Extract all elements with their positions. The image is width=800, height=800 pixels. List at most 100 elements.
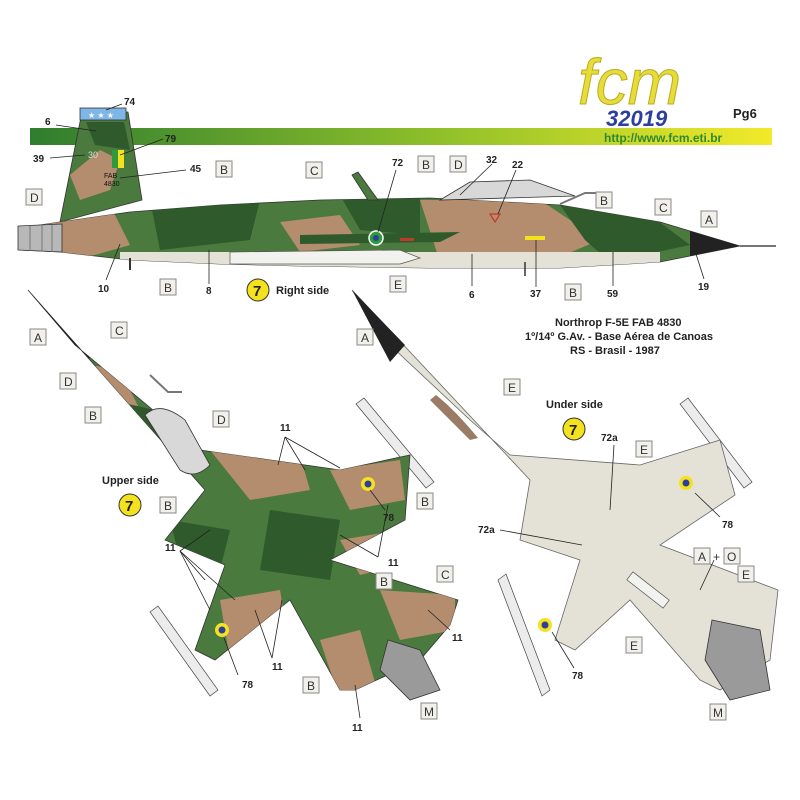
callout-37: 37 [530,289,542,300]
fuselage-serial-line2: 4830 [104,181,120,188]
area-label-C: C [310,164,319,178]
header-gradient-band [30,128,772,145]
under-area-label-A: A [698,550,706,564]
under-area-label-A: A [361,331,369,345]
caption-line-3: RS - Brasil - 1987 [570,345,660,357]
upper-callout-11: 11 [388,558,399,569]
under-side-callouts: A E E A + O E E M 72a 78 72a 78 Under si… [356,328,755,721]
view-title-upper-side: Upper side [102,475,159,487]
upper-camo-tan-5 [380,590,455,640]
side-camo-tan-3 [420,200,600,265]
area-label-B: B [422,158,430,172]
caption-line-2: 1º/14º G.Av. - Base Aérea de Canoas [525,331,713,343]
right-side-callouts: 74 6 79 39 45 72 32 22 10 8 6 37 59 19 D… [25,97,718,302]
callout-59: 59 [607,289,619,300]
under-callout-72a: 72a [601,433,618,444]
upper-area-label-D: D [217,413,226,427]
exhaust-nozzle [17,223,63,253]
under-callout-72a: 72a [478,525,495,536]
upper-roundel-left-center [218,626,226,634]
nose-stencil-yellow [525,236,545,240]
product-code: 32019 [606,106,668,131]
upper-roundel-right-center [364,480,372,488]
upper-callout-11: 11 [272,662,283,673]
under-exhaust [704,619,771,701]
tail-code: 30 [88,150,98,160]
upper-callout-11: 11 [165,543,176,554]
under-missile-left [497,573,551,697]
under-intake-brown [430,395,478,440]
fuselage-serial-line1: FAB [104,173,118,180]
under-area-label-plus: + [713,550,720,564]
area-label-B: B [600,194,608,208]
callout-32: 32 [486,155,498,166]
website-url: http://www.fcm.eti.br [604,131,723,145]
caption-line-1: Northrop F-5E FAB 4830 [555,317,682,329]
cockpit-triangle [488,213,502,224]
refuel-probe [559,192,600,205]
centerline-tank [229,249,422,265]
under-callout-78: 78 [572,671,584,682]
side-camo-dark-3 [560,205,690,262]
callout-74: 74 [124,97,136,108]
callout-6b: 6 [469,290,475,301]
side-camo-dark-1 [150,200,260,250]
upper-area-label-M: M [424,705,434,719]
dorsal-antenna [351,171,379,201]
upper-refuel-probe [149,374,182,393]
area-label-A: A [705,213,713,227]
page-label: Pg6 [733,106,757,121]
view-title-under-side: Under side [546,399,603,411]
upper-area-label-A: A [34,331,42,345]
upper-callout-11: 11 [280,423,291,434]
callout-8: 8 [206,286,212,297]
brand-logo: fcm [578,46,681,118]
nose-code: 30 [604,235,618,249]
upper-camo-tan-2 [210,450,310,500]
upper-area-label-B: B [307,679,315,693]
callout-72: 72 [392,158,404,169]
area-label-C: C [659,201,668,215]
upper-camo-dark-2 [260,510,340,580]
upper-callout-78: 78 [242,680,254,691]
area-label-B: B [569,286,577,300]
brazil-fin-flash-yellow [118,150,124,168]
upper-area-label-B: B [164,499,172,513]
upper-exhaust [379,639,441,701]
under-area-label-E: E [630,639,638,653]
under-centerline-tank [626,571,670,609]
under-side-view [351,289,779,701]
view-title-right-side: Right side [276,285,329,297]
under-area-label-E: E [508,381,516,395]
callout-10: 10 [98,284,110,295]
upper-area-label-C: C [115,324,124,338]
marker-7-upper-side-number: 7 [125,498,133,515]
upper-area-label-D: D [64,375,73,389]
side-camo-dark-2 [340,198,420,235]
upper-camo-tan-6 [220,590,290,660]
marker-7-right-side [246,278,270,302]
marker-7-under-side-number: 7 [569,422,577,439]
upper-area-label-B: B [89,409,97,423]
under-area-label-E: E [640,443,648,457]
area-label-D: D [30,191,39,205]
area-label-D: D [454,158,463,172]
marker-7-upper-side [118,493,142,517]
under-area-label-O: O [727,550,736,564]
header: fcm 32019 Pg6 http://www.fcm.eti.br [30,46,772,145]
callout-39: 39 [33,154,45,165]
fin-camo-dark [86,122,130,150]
under-area-label-E: E [742,568,750,582]
callout-79: 79 [165,134,177,145]
upper-canopy [144,408,211,475]
upper-callout-11: 11 [352,723,363,734]
wingtip-missile-left [149,605,219,697]
callout-22: 22 [512,160,524,171]
callout-19: 19 [698,282,710,293]
upper-side-callouts: A C D B D B B B C B M 11 78 11 11 78 11 … [29,321,463,734]
area-label-B: B [220,163,228,177]
under-roundel-right-center [682,479,690,487]
upper-callout-11: 11 [452,633,463,644]
